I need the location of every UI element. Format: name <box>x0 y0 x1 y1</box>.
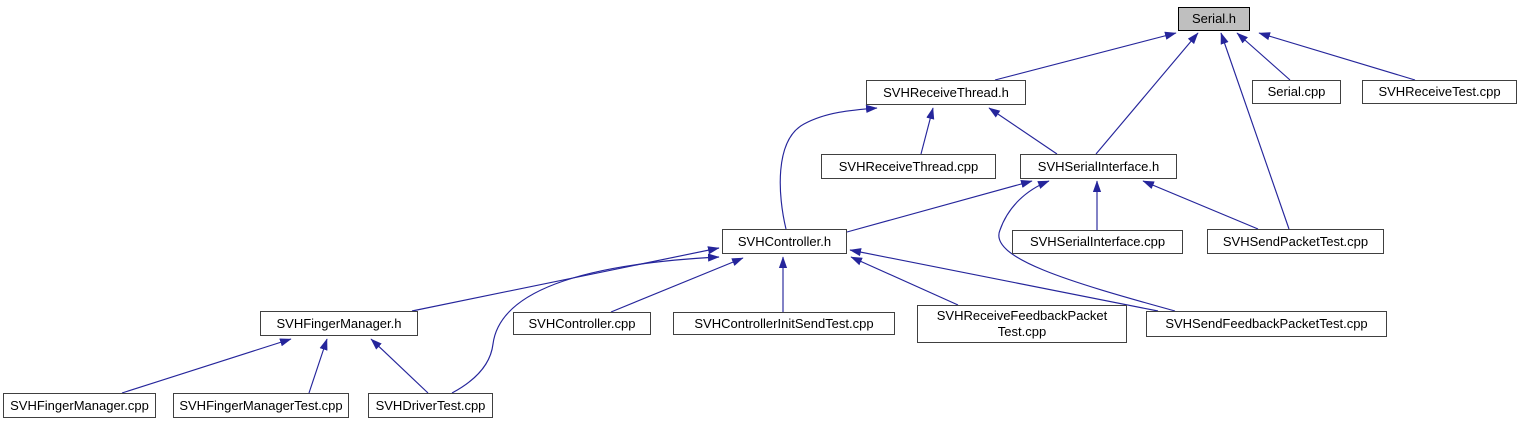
edge-svhsendfeedbackpackettest-cpp-to-svhserialinterface-h <box>998 180 1176 312</box>
edge-svhreceivethread-cpp-to-svhreceivethread-h <box>920 107 935 155</box>
node-serial-h: Serial.h <box>1178 7 1250 31</box>
edge-svhreceivefeedbackpackettest-cpp-to-svhcontroller-h <box>850 256 959 306</box>
node-svhreceivefeedbackpackettest-cpp[interactable]: SVHReceiveFeedbackPacket Test.cpp <box>917 305 1127 343</box>
edge-svhsendpackettest-cpp-to-svhserialinterface-h <box>1142 180 1259 230</box>
node-svhcontrollerinitsendtest-cpp[interactable]: SVHControllerInitSendTest.cpp <box>673 312 895 335</box>
edge-svhcontroller-h-to-svhreceivethread-h <box>779 104 878 230</box>
edge-svhreceivethread-h-to-serial-h <box>994 31 1177 81</box>
node-svhserialinterface-h[interactable]: SVHSerialInterface.h <box>1020 154 1177 179</box>
node-svhfingermanagertest-cpp[interactable]: SVHFingerManagerTest.cpp <box>173 393 349 418</box>
edge-svhsendfeedbackpackettest-cpp-to-svhcontroller-h <box>849 248 1159 312</box>
edge-svhdrivertest-cpp-to-svhcontroller-h <box>451 253 720 394</box>
node-svhreceivethread-h[interactable]: SVHReceiveThread.h <box>866 80 1026 105</box>
edge-svhfingermanager-cpp-to-svhfingermanager-h <box>121 338 292 394</box>
node-svhfingermanager-h[interactable]: SVHFingerManager.h <box>260 311 418 336</box>
edge-svhsendpackettest-cpp-to-serial-h <box>1220 32 1290 230</box>
edge-svhreceivetest-cpp-to-serial-h <box>1258 32 1416 81</box>
node-svhsendpackettest-cpp[interactable]: SVHSendPacketTest.cpp <box>1207 229 1384 254</box>
node-svhcontroller-h[interactable]: SVHController.h <box>722 229 847 254</box>
node-svhfingermanager-cpp[interactable]: SVHFingerManager.cpp <box>3 393 156 418</box>
node-svhsendfeedbackpackettest-cpp[interactable]: SVHSendFeedbackPacketTest.cpp <box>1146 311 1387 337</box>
edge-svhfingermanagertest-cpp-to-svhfingermanager-h <box>308 338 328 394</box>
node-svhserialinterface-cpp[interactable]: SVHSerialInterface.cpp <box>1012 230 1183 254</box>
edge-svhdrivertest-cpp-to-svhfingermanager-h <box>370 338 429 394</box>
node-svhdrivertest-cpp[interactable]: SVHDriverTest.cpp <box>368 393 493 418</box>
edge-svhcontroller-h-to-svhserialinterface-h <box>846 179 1033 233</box>
node-svhcontroller-cpp[interactable]: SVHController.cpp <box>513 312 651 335</box>
edge-svhserialinterface-h-to-svhreceivethread-h <box>988 107 1058 155</box>
edge-svhcontroller-cpp-to-svhcontroller-h <box>610 257 744 313</box>
node-svhreceivethread-cpp[interactable]: SVHReceiveThread.cpp <box>821 154 996 179</box>
edge-svhserialinterface-h-to-serial-h <box>1095 32 1199 155</box>
edge-serial-cpp-to-serial-h <box>1236 32 1291 81</box>
node-svhreceivetest-cpp[interactable]: SVHReceiveTest.cpp <box>1362 80 1517 104</box>
edge-svhfingermanager-h-to-svhcontroller-h <box>411 246 720 312</box>
node-serial-cpp[interactable]: Serial.cpp <box>1252 80 1341 104</box>
